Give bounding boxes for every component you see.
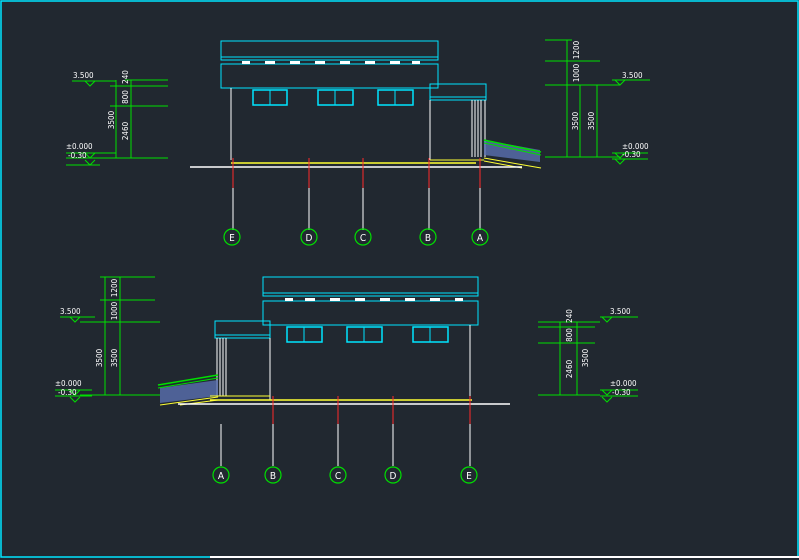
upper-left-dim-3: 2460 bbox=[121, 121, 130, 140]
lower-left-level-top: 3.500 bbox=[60, 307, 81, 316]
upper-parapet bbox=[220, 40, 439, 61]
lower-axis-bubble-2: B bbox=[264, 466, 282, 484]
lower-right-dim-lines bbox=[538, 321, 600, 396]
lower-right-levels bbox=[600, 316, 638, 403]
upper-right-dim-2: 1000 bbox=[572, 63, 581, 82]
upper-right-dim-3: 3500 bbox=[571, 111, 580, 130]
upper-left-levels bbox=[66, 80, 116, 166]
upper-axis-lines bbox=[232, 158, 481, 188]
lower-ramp bbox=[157, 374, 219, 406]
upper-right-dim-4: 3500 bbox=[587, 111, 596, 130]
lower-left-dim-3: 3500 bbox=[95, 348, 104, 367]
lower-right-dim-3: 2460 bbox=[565, 359, 574, 378]
lower-axis-bubble-3: C bbox=[329, 466, 347, 484]
upper-right-level-top: 3.500 bbox=[622, 71, 643, 80]
lower-left-levels bbox=[55, 316, 95, 403]
upper-left-dim-lines bbox=[110, 79, 168, 159]
upper-left-level-zero: ±0.000 bbox=[66, 142, 93, 151]
svg-text:A: A bbox=[477, 233, 484, 244]
upper-right-dim-lines bbox=[545, 39, 620, 158]
upper-axis-bubble-3: C bbox=[354, 228, 372, 246]
lower-building bbox=[214, 276, 479, 400]
lower-right-dim-4: 3500 bbox=[581, 348, 590, 367]
upper-axis-bubble-1: E bbox=[223, 228, 241, 246]
upper-left-dim-4: 3500 bbox=[107, 110, 116, 129]
lower-axis-bubble-1: A bbox=[212, 466, 230, 484]
upper-right-levels bbox=[612, 79, 650, 165]
lower-axis-bubble-4: D bbox=[384, 466, 402, 484]
lower-right-dim-2: 800 bbox=[565, 328, 574, 342]
lower-right-dim-1: 240 bbox=[565, 309, 574, 323]
upper-building bbox=[220, 40, 487, 160]
svg-text:D: D bbox=[306, 233, 313, 244]
lower-left-dim-4: 3500 bbox=[110, 348, 119, 367]
upper-left-level-bottom: -0.30 bbox=[68, 151, 87, 160]
upper-elevation: E D C B A 3.500 ±0.000 -0. bbox=[66, 39, 650, 246]
upper-right-level-bottom: -0.30 bbox=[622, 150, 641, 159]
upper-roof-band bbox=[220, 63, 439, 89]
svg-text:E: E bbox=[229, 233, 235, 244]
lower-right-level-zero: ±0.000 bbox=[610, 379, 637, 388]
lower-left-dim-1: 1200 bbox=[110, 278, 119, 297]
upper-axis-bubble-4: B bbox=[419, 228, 437, 246]
lower-parapet bbox=[262, 276, 479, 297]
svg-text:C: C bbox=[335, 471, 341, 482]
upper-canopy bbox=[429, 83, 487, 101]
lower-left-dim-2: 1000 bbox=[110, 301, 119, 320]
lower-left-dim-lines bbox=[80, 276, 160, 396]
upper-ramp bbox=[483, 139, 542, 169]
lower-roof-band bbox=[262, 300, 479, 326]
upper-right-level-zero: ±0.000 bbox=[622, 142, 649, 151]
svg-text:D: D bbox=[390, 471, 397, 482]
upper-left-level-top: 3.500 bbox=[73, 71, 94, 80]
svg-text:C: C bbox=[360, 233, 366, 244]
upper-axis-bubble-5: A bbox=[471, 228, 489, 246]
lower-axis-bubble-5: E bbox=[460, 466, 478, 484]
lower-elevation: A B C D E 1200 1000 3500 3500 bbox=[55, 276, 638, 484]
lower-axis-lines bbox=[272, 396, 471, 424]
lower-left-level-bottom: -0.30 bbox=[58, 388, 77, 397]
svg-text:B: B bbox=[425, 233, 431, 244]
upper-left-dim-2: 800 bbox=[121, 90, 130, 104]
upper-parapet-vents bbox=[242, 61, 420, 64]
upper-axis-bubble-2: D bbox=[300, 228, 318, 246]
lower-right-level-bottom: -0.30 bbox=[612, 388, 631, 397]
lower-right-level-top: 3.500 bbox=[610, 307, 631, 316]
svg-text:A: A bbox=[218, 471, 225, 482]
upper-right-dim-1: 1200 bbox=[572, 40, 581, 59]
svg-text:E: E bbox=[466, 471, 472, 482]
lower-canopy bbox=[214, 320, 271, 339]
lower-left-level-zero: ±0.000 bbox=[55, 379, 82, 388]
upper-left-dim-1: 240 bbox=[121, 70, 130, 84]
lower-parapet-vents bbox=[285, 298, 463, 301]
svg-text:B: B bbox=[270, 471, 276, 482]
